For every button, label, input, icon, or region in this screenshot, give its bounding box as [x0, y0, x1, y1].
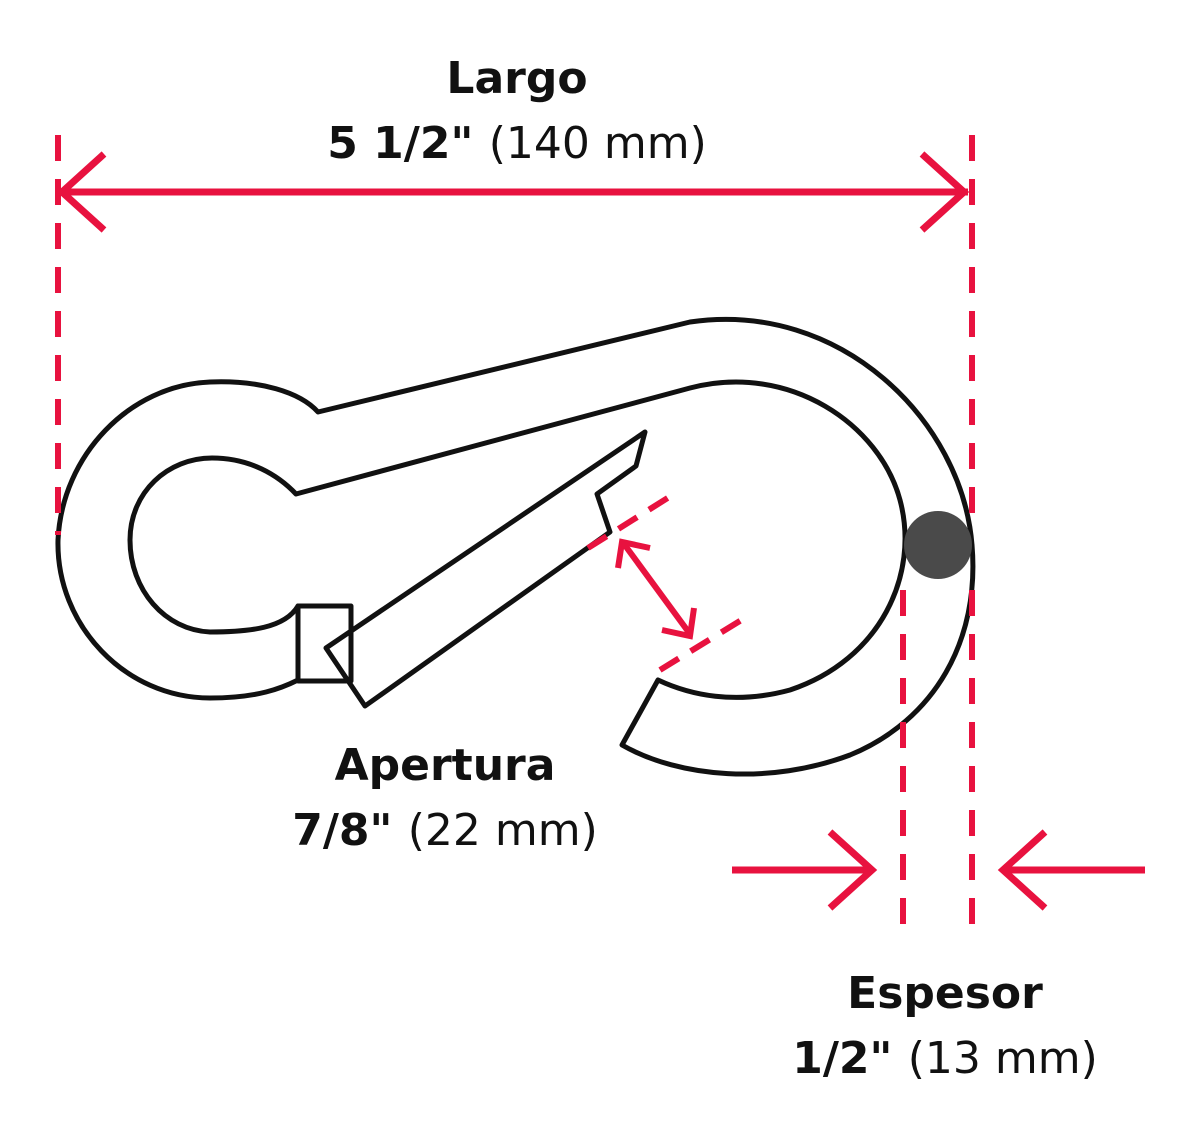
- espesor-metric: (13 mm): [908, 1033, 1098, 1084]
- espesor-right-arrowhead: [997, 829, 1048, 911]
- largo-dimension: [55, 135, 975, 535]
- carabiner-body: [55, 316, 976, 777]
- largo-value: 5 1/2" (140 mm): [327, 118, 707, 169]
- apertura-imperial: 7/8": [292, 805, 408, 856]
- apertura-lower-extension-line: [658, 613, 750, 673]
- largo-label: Largo: [446, 53, 587, 104]
- espesor-imperial: 1/2": [792, 1033, 908, 1084]
- apertura-label: Apertura: [335, 740, 556, 791]
- largo-left-arrowhead: [56, 151, 107, 233]
- apertura-lower-arrowhead: [661, 607, 697, 640]
- apertura-dimension-line: [621, 542, 693, 636]
- carabiner-gate: [323, 429, 648, 709]
- gate-hinge-block: [295, 603, 354, 684]
- espesor-dimension: [732, 590, 1145, 930]
- espesor-label: Espesor: [847, 968, 1043, 1019]
- apertura-metric: (22 mm): [408, 805, 598, 856]
- largo-imperial: 5 1/2": [327, 118, 488, 169]
- apertura-upper-extension-line: [586, 491, 676, 551]
- apertura-dimension: [586, 491, 750, 673]
- apertura-upper-arrowhead: [615, 538, 651, 569]
- wire-cross-section: [904, 511, 972, 579]
- carabiner-outer-contour: [55, 316, 976, 777]
- largo-metric: (140 mm): [489, 118, 707, 169]
- apertura-value: 7/8" (22 mm): [292, 805, 598, 856]
- espesor-value: 1/2" (13 mm): [792, 1033, 1098, 1084]
- espesor-left-arrowhead: [827, 829, 878, 911]
- largo-right-arrowhead: [919, 151, 970, 233]
